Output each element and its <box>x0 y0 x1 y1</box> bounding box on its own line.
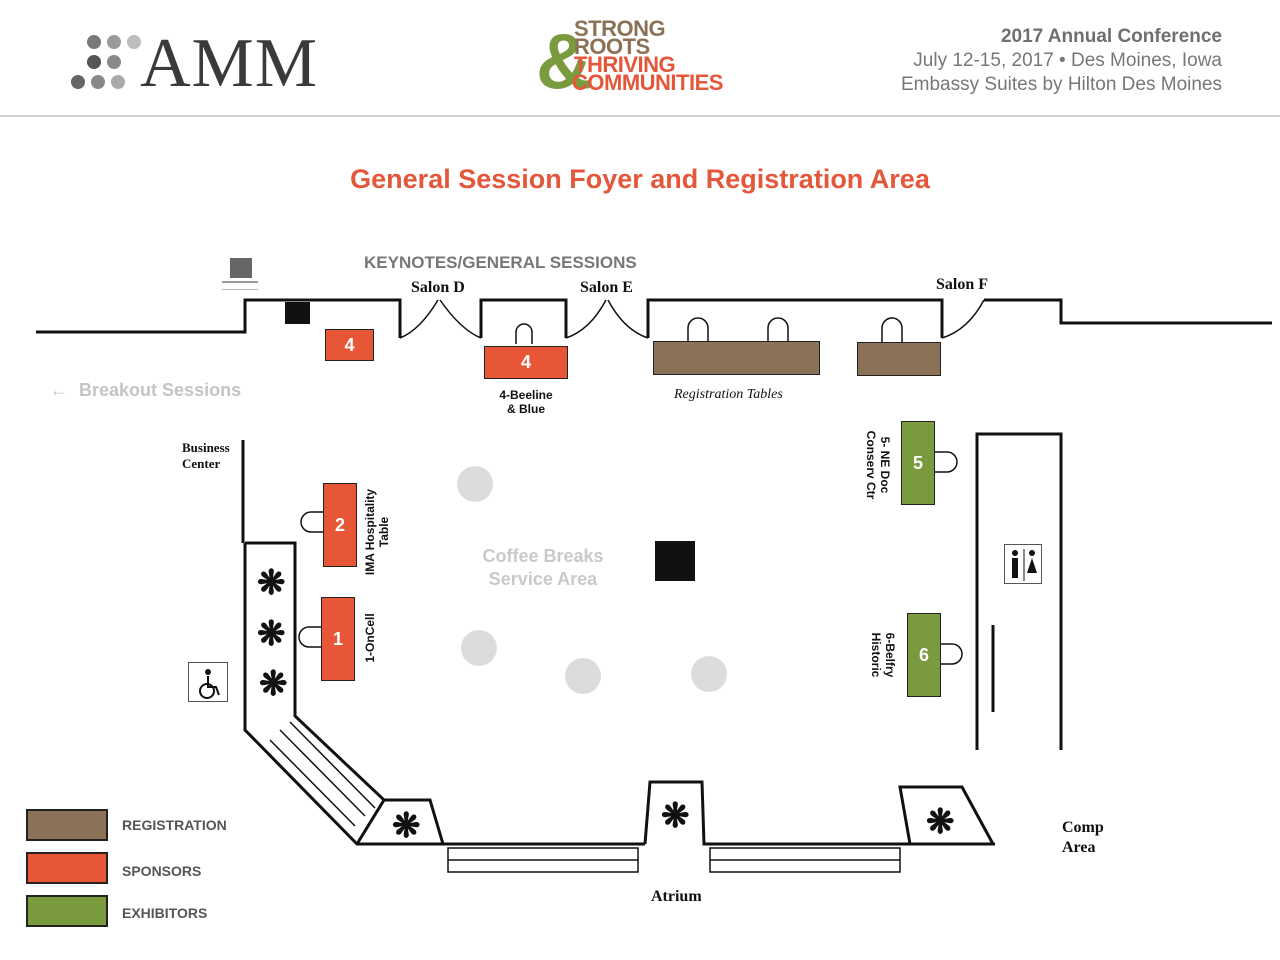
header-divider <box>0 115 1280 117</box>
theme-roots: ROOTS <box>574 34 650 59</box>
breakout-sessions-label: Breakout Sessions <box>79 380 242 400</box>
theme-thriving: THRIVING <box>574 52 676 77</box>
booth-2-line2: Table <box>377 516 391 548</box>
legend-exhibitors-label: EXHIBITORS <box>122 905 208 921</box>
coffee-line2: Service Area <box>488 569 598 589</box>
plant-icon: ❋ <box>661 797 690 835</box>
booth-2-label: IMA Hospitality Table <box>363 477 391 587</box>
conference-venue: Embassy Suites by Hilton Des Moines <box>900 74 1222 95</box>
booth-5-line2: Conserv Ctr <box>864 430 878 500</box>
comp-area-line2: Area <box>1062 839 1096 856</box>
booth-2[interactable]: 2 <box>323 483 357 567</box>
business-center-line1: Business <box>182 440 230 455</box>
conference-name: 2017 Annual Conference <box>1000 26 1222 47</box>
booth-5-label: 5- NE Doc Conserv Ctr <box>864 425 892 505</box>
amm-logo: AMM <box>70 25 350 102</box>
salon-f-label: Salon F <box>936 276 989 293</box>
booth-4b-line2: & Blue <box>506 402 545 416</box>
cafe-table <box>461 630 497 666</box>
comp-area-label: Comp Area <box>1062 818 1104 858</box>
plant-icon: ❋ <box>392 807 421 845</box>
theme-communities: COMMUNITIES <box>572 70 723 95</box>
legend-sponsors-label: SPONSORS <box>122 863 202 879</box>
meetingmatrix-logo <box>222 258 258 292</box>
booth-4b[interactable]: 4 <box>484 346 568 379</box>
booth-2-line1: IMA Hospitality <box>363 488 377 576</box>
booth-6-line2: Historic <box>869 632 883 678</box>
comp-area-line1: Comp <box>1062 819 1104 836</box>
booth-6-label: 6-Belfry Historic <box>869 620 897 690</box>
booth-4b-label: 4-Beeline & Blue <box>484 388 568 416</box>
booth-5[interactable]: 5 <box>901 421 935 505</box>
business-center-line2: Center <box>182 456 221 471</box>
booth-1[interactable]: 1 <box>321 597 355 681</box>
arrow-left-icon: ← <box>50 380 68 400</box>
meetingmatrix-wordmark <box>222 281 258 290</box>
cafe-table <box>565 658 601 694</box>
plant-icon: ❋ <box>259 665 288 703</box>
cafe-table <box>457 466 493 502</box>
theme-logo: & STRONG ROOTS THRIVING COMMUNITIES <box>536 16 748 105</box>
plant-icon: ❋ <box>257 615 286 653</box>
booth-6-line1: 6-Belfry <box>883 632 897 678</box>
keynotes-label: KEYNOTES/GENERAL SESSIONS <box>364 253 637 272</box>
conference-dates: July 12-15, 2017 • Des Moines, Iowa <box>913 50 1222 71</box>
salon-d-label: Salon D <box>411 279 465 296</box>
legend-registration-label: REGISTRATION <box>122 817 227 833</box>
coffee-line1: Coffee Breaks <box>482 546 604 566</box>
wheelchair-icon <box>188 662 228 702</box>
theme-amp: & <box>536 17 593 105</box>
salon-e-label: Salon E <box>580 279 633 296</box>
booth-6[interactable]: 6 <box>907 613 941 697</box>
meetingmatrix-mark <box>230 258 252 278</box>
atrium-label: Atrium <box>651 888 702 905</box>
amm-logo-text: AMM <box>140 25 319 102</box>
dots-icon <box>71 35 141 89</box>
booth-4b-line1: 4-Beeline <box>499 388 553 402</box>
registration-table[interactable] <box>857 342 941 376</box>
coffee-breaks-label: Coffee Breaks Service Area <box>470 545 616 591</box>
page-title: General Session Foyer and Registration A… <box>350 164 930 194</box>
plant-icon: ❋ <box>926 803 955 841</box>
restroom-icon <box>1004 544 1042 584</box>
conference-info: 2017 Annual Conference July 12-15, 2017 … <box>901 25 1222 97</box>
legend-exhibitors-swatch <box>26 895 108 927</box>
cafe-table <box>691 656 727 692</box>
registration-table[interactable] <box>653 341 820 375</box>
legend-sponsors-swatch <box>26 852 108 884</box>
booth-5-line1: 5- NE Doc <box>878 436 892 494</box>
booth-1-label: 1-OnCell <box>363 613 377 663</box>
booth-4a[interactable]: 4 <box>325 329 374 361</box>
theme-strong: STRONG <box>574 16 666 41</box>
breakout-sessions-link[interactable]: ← Breakout Sessions <box>50 380 241 401</box>
business-center-label: Business Center <box>182 440 230 472</box>
registration-tables-label: Registration Tables <box>674 387 783 402</box>
legend-registration-swatch <box>26 809 108 841</box>
plant-icon: ❋ <box>257 564 286 602</box>
